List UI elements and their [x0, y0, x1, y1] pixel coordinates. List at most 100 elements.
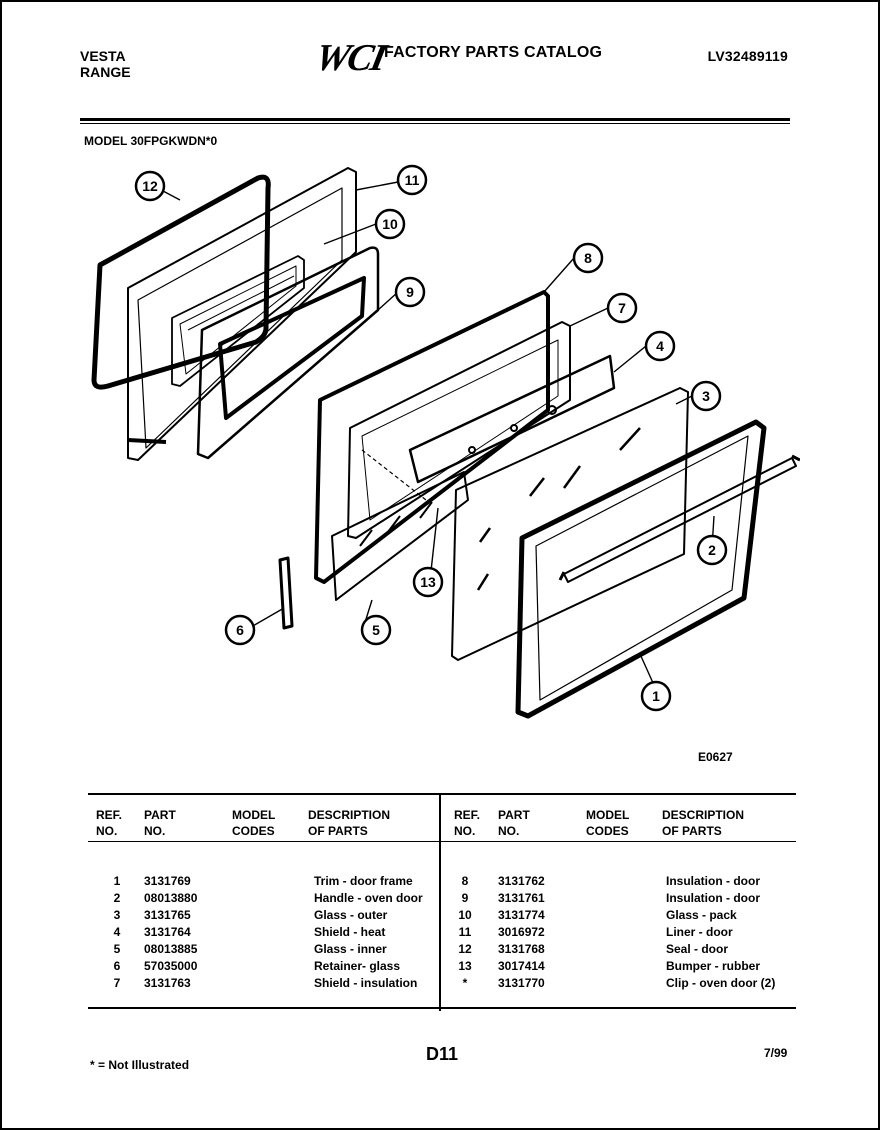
table-header-rule [88, 841, 796, 842]
callout-10: 10 [374, 208, 406, 240]
svg-text:2: 2 [708, 542, 716, 558]
part-cell: 57035000 [144, 959, 198, 973]
wci-logo: WCI [311, 37, 389, 79]
svg-text:10: 10 [382, 216, 398, 232]
desc-cell: Liner - door [666, 925, 733, 939]
exploded-door-diagram: 12 11 10 9 8 7 4 3 2 1 5 6 13 [91, 164, 800, 719]
part-glass-pack [171, 255, 305, 387]
svg-text:1: 1 [652, 688, 660, 704]
part-trim-door-frame [515, 419, 767, 719]
page-number: D11 [426, 1044, 459, 1064]
svg-text:8: 8 [584, 250, 592, 266]
ref-cell: 13 [458, 959, 472, 973]
callout-9: 9 [394, 276, 426, 308]
ref-cell: 10 [458, 908, 472, 922]
callout-7: 7 [606, 292, 638, 324]
part-liner-door [127, 167, 357, 461]
left-part-column: 3131769 08013880 3131765 3131764 0801388… [144, 873, 197, 992]
part-cell: 08013885 [144, 942, 198, 956]
ref-cell: 3 [113, 908, 121, 922]
part-shield-insulation [347, 321, 571, 539]
table-bottom-rule [88, 1007, 796, 1009]
right-ref-column: 8 9 10 11 12 13 * [450, 873, 480, 992]
not-illustrated-note: * = Not Illustrated [90, 1058, 190, 1072]
ref-cell: 2 [113, 891, 121, 905]
callout-2: 2 [696, 534, 728, 566]
callout-11: 11 [396, 164, 428, 196]
part-cell: 3131762 [498, 874, 545, 888]
right-part-column: 3131762 3131761 3131774 3016972 3131768 … [498, 873, 545, 992]
part-cell: 3017414 [498, 959, 545, 973]
desc-cell: Insulation - door [666, 891, 760, 905]
part-handle-oven-door [558, 454, 800, 583]
svg-text:13: 13 [420, 574, 436, 590]
part-shield-heat [408, 354, 616, 484]
desc-cell: Glass - outer [314, 908, 388, 922]
revision-date: 7/99 [764, 1046, 788, 1060]
product-type: RANGE [80, 64, 131, 80]
ref-cell: 4 [113, 925, 121, 939]
desc-cell: Bumper - rubber [666, 959, 761, 973]
svg-text:9: 9 [406, 284, 414, 300]
desc-cell: Glass - inner [314, 942, 387, 956]
part-cell: 3131774 [498, 908, 545, 922]
svg-text:6: 6 [236, 622, 244, 638]
svg-text:7: 7 [618, 300, 626, 316]
desc-cell: Glass - pack [666, 908, 737, 922]
callout-13: 13 [412, 566, 444, 598]
svg-text:3: 3 [702, 388, 710, 404]
desc-cell: Shield - insulation [314, 976, 418, 990]
ref-cell: 9 [461, 891, 469, 905]
desc-cell: Clip - oven door (2) [666, 976, 776, 990]
ref-cell: 7 [113, 976, 121, 990]
part-cell: 3131768 [498, 942, 545, 956]
header-rule [80, 118, 790, 121]
part-glass-outer [451, 387, 689, 661]
ref-cell: 1 [113, 874, 121, 888]
part-retainer-glass [278, 556, 294, 630]
ref-cell: 6 [113, 959, 121, 973]
ref-cell: 8 [461, 874, 469, 888]
svg-text:4: 4 [656, 338, 664, 354]
header-ref-right: REF.NO. [454, 808, 481, 838]
table-top-rule [88, 793, 796, 795]
model-number: MODEL 30FPGKWDN*0 [84, 134, 218, 148]
desc-cell: Shield - heat [314, 925, 386, 939]
part-cell: 08013880 [144, 891, 198, 905]
callout-4: 4 [644, 330, 676, 362]
header-rule-thin [80, 123, 790, 124]
header-ref: REF.NO. [96, 808, 123, 838]
ref-cell: * [462, 976, 468, 990]
desc-cell: Trim - door frame [314, 874, 413, 888]
callout-5: 5 [360, 614, 392, 646]
catalog-title: FACTORY PARTS CATALOG [384, 44, 603, 61]
part-glass-inner [331, 471, 469, 601]
callout-8: 8 [572, 242, 604, 274]
part-cell: 3016972 [498, 925, 545, 939]
document-number: LV32489119 [707, 48, 788, 64]
callout-6: 6 [224, 614, 256, 646]
callout-12: 12 [134, 170, 166, 202]
ref-cell: 11 [458, 925, 472, 939]
svg-text:11: 11 [405, 172, 420, 188]
table-divider [439, 793, 441, 1011]
part-cell: 3131761 [498, 891, 545, 905]
part-insulation-door-9 [196, 246, 380, 460]
callout-1: 1 [640, 680, 672, 712]
left-ref-column: 1 2 3 4 5 6 7 [102, 873, 132, 992]
svg-text:5: 5 [372, 622, 380, 638]
part-cell: 3131764 [144, 925, 191, 939]
callout-3: 3 [690, 380, 722, 412]
ref-cell: 12 [458, 942, 472, 956]
desc-cell: Retainer- glass [314, 959, 401, 973]
desc-cell: Handle - oven door [314, 891, 423, 905]
part-cell: 3131769 [144, 874, 191, 888]
